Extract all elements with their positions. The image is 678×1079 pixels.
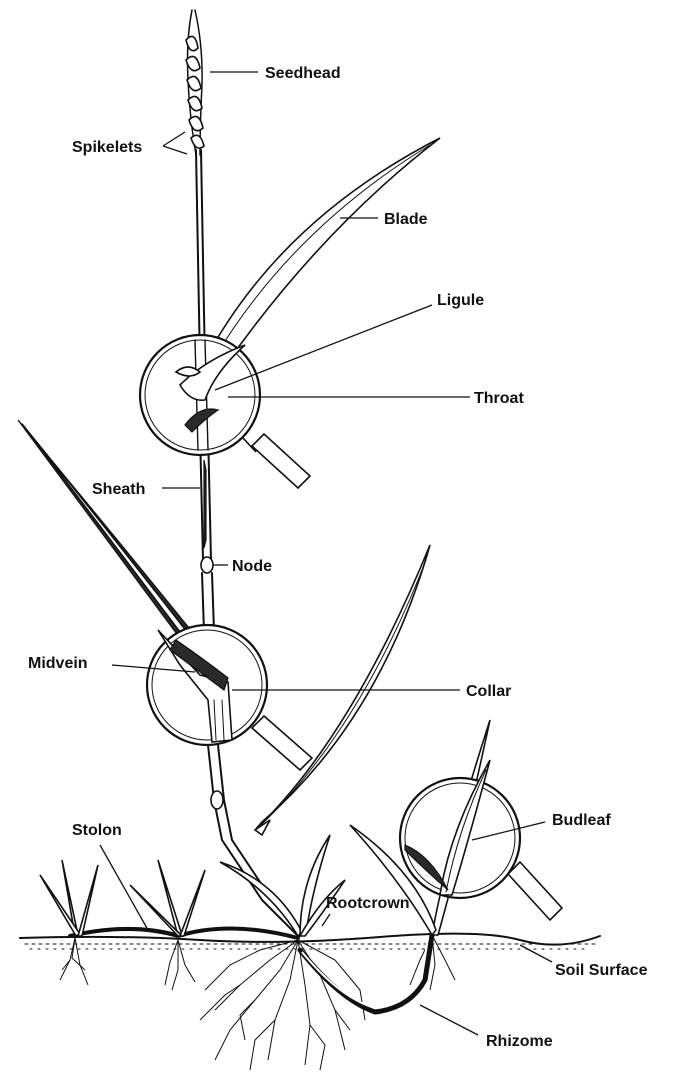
- label-rhizome: Rhizome: [486, 1033, 553, 1050]
- label-seedhead: Seedhead: [265, 65, 341, 82]
- stolon: [40, 860, 298, 938]
- seedhead: [186, 10, 204, 155]
- label-throat: Throat: [474, 390, 524, 407]
- label-rootcrown: Rootcrown: [326, 895, 410, 912]
- magnifying-glass-icon: [400, 760, 562, 920]
- label-spikelets: Spikelets: [72, 139, 142, 156]
- rhizome: [300, 935, 432, 1012]
- label-sheath: Sheath: [92, 481, 145, 498]
- upper-blade: [205, 138, 440, 370]
- magnifying-glass-icon: [147, 625, 312, 770]
- label-stolon: Stolon: [72, 822, 122, 839]
- label-collar: Collar: [466, 683, 511, 700]
- label-node: Node: [232, 558, 272, 575]
- label-budleaf: Budleaf: [552, 812, 611, 829]
- label-midvein: Midvein: [28, 655, 88, 672]
- label-ligule: Ligule: [437, 292, 484, 309]
- label-blade: Blade: [384, 211, 428, 228]
- label-soil-surface: Soil Surface: [555, 962, 648, 979]
- magnifying-glass-icon: [140, 335, 310, 488]
